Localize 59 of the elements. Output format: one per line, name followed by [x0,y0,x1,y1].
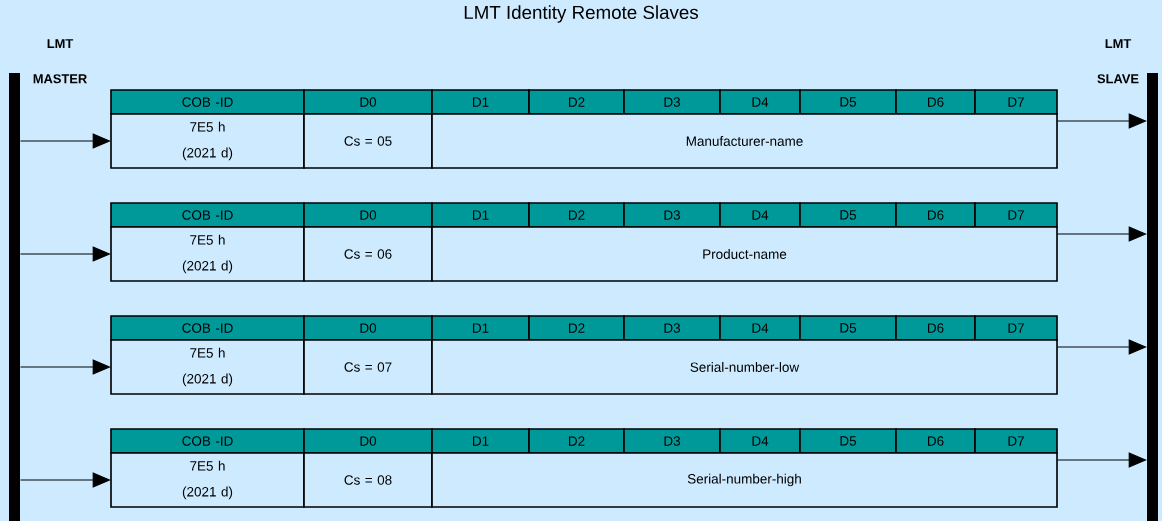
bus-label: LMT MASTER [33,39,87,84]
header-cell: D5 [799,315,897,341]
arrow [19,472,111,488]
header-cell: D3 [623,202,721,228]
header-cell: D1 [431,315,530,341]
frame-table [110,428,1058,508]
arrow [19,133,111,149]
header-cell: D0 [303,315,433,341]
header-cell: D0 [303,89,433,115]
data-cell: 7E5 h (2021 d) [110,452,305,508]
header-cell: D0 [303,202,433,228]
header-cell: COB -ID [110,428,305,454]
header-cell: D2 [528,315,625,341]
header-cell: COB -ID [110,202,305,228]
header-cell: D5 [799,89,897,115]
arrow [1056,339,1147,355]
header-cell: D2 [528,202,625,228]
arrow [1056,452,1147,468]
header-cell: D1 [431,89,530,115]
bus-label: LMT SLAVE [1097,39,1139,84]
header-cell: D0 [303,428,433,454]
header-cell: D6 [895,315,976,341]
header-cell: D2 [528,89,625,115]
header-cell: D3 [623,89,721,115]
header-cell: D7 [974,202,1058,228]
header-cell: D4 [719,89,801,115]
arrow [1056,113,1147,129]
data-cell: Cs = 08 [303,452,433,508]
header-cell: D1 [431,202,530,228]
arrow [19,246,111,262]
frame-table [110,315,1058,395]
title: LMT Identity Remote Slaves [464,5,698,23]
header-cell: D2 [528,428,625,454]
frame-table [110,202,1058,282]
header-cell: D4 [719,315,801,341]
header-cell: COB -ID [110,315,305,341]
header-cell: D7 [974,89,1058,115]
header-cell: D7 [974,428,1058,454]
data-cell: Cs = 06 [303,226,433,282]
header-cell: D5 [799,428,897,454]
header-cell: D6 [895,89,976,115]
header-cell: D6 [895,202,976,228]
frame-table [110,89,1058,169]
data-cell: 7E5 h (2021 d) [110,339,305,395]
data-cell: 7E5 h (2021 d) [110,226,305,282]
header-cell: D1 [431,428,530,454]
header-cell: D4 [719,428,801,454]
header-cell: D4 [719,202,801,228]
data-cell: 7E5 h (2021 d) [110,113,305,169]
arrow [1056,226,1147,242]
header-cell: D7 [974,315,1058,341]
data-cell: Cs = 07 [303,339,433,395]
header-cell: D6 [895,428,976,454]
header-cell: D5 [799,202,897,228]
header-cell: D3 [623,428,721,454]
data-cell: Cs = 05 [303,113,433,169]
header-cell: D3 [623,315,721,341]
arrow [19,359,111,375]
header-cell: COB -ID [110,89,305,115]
